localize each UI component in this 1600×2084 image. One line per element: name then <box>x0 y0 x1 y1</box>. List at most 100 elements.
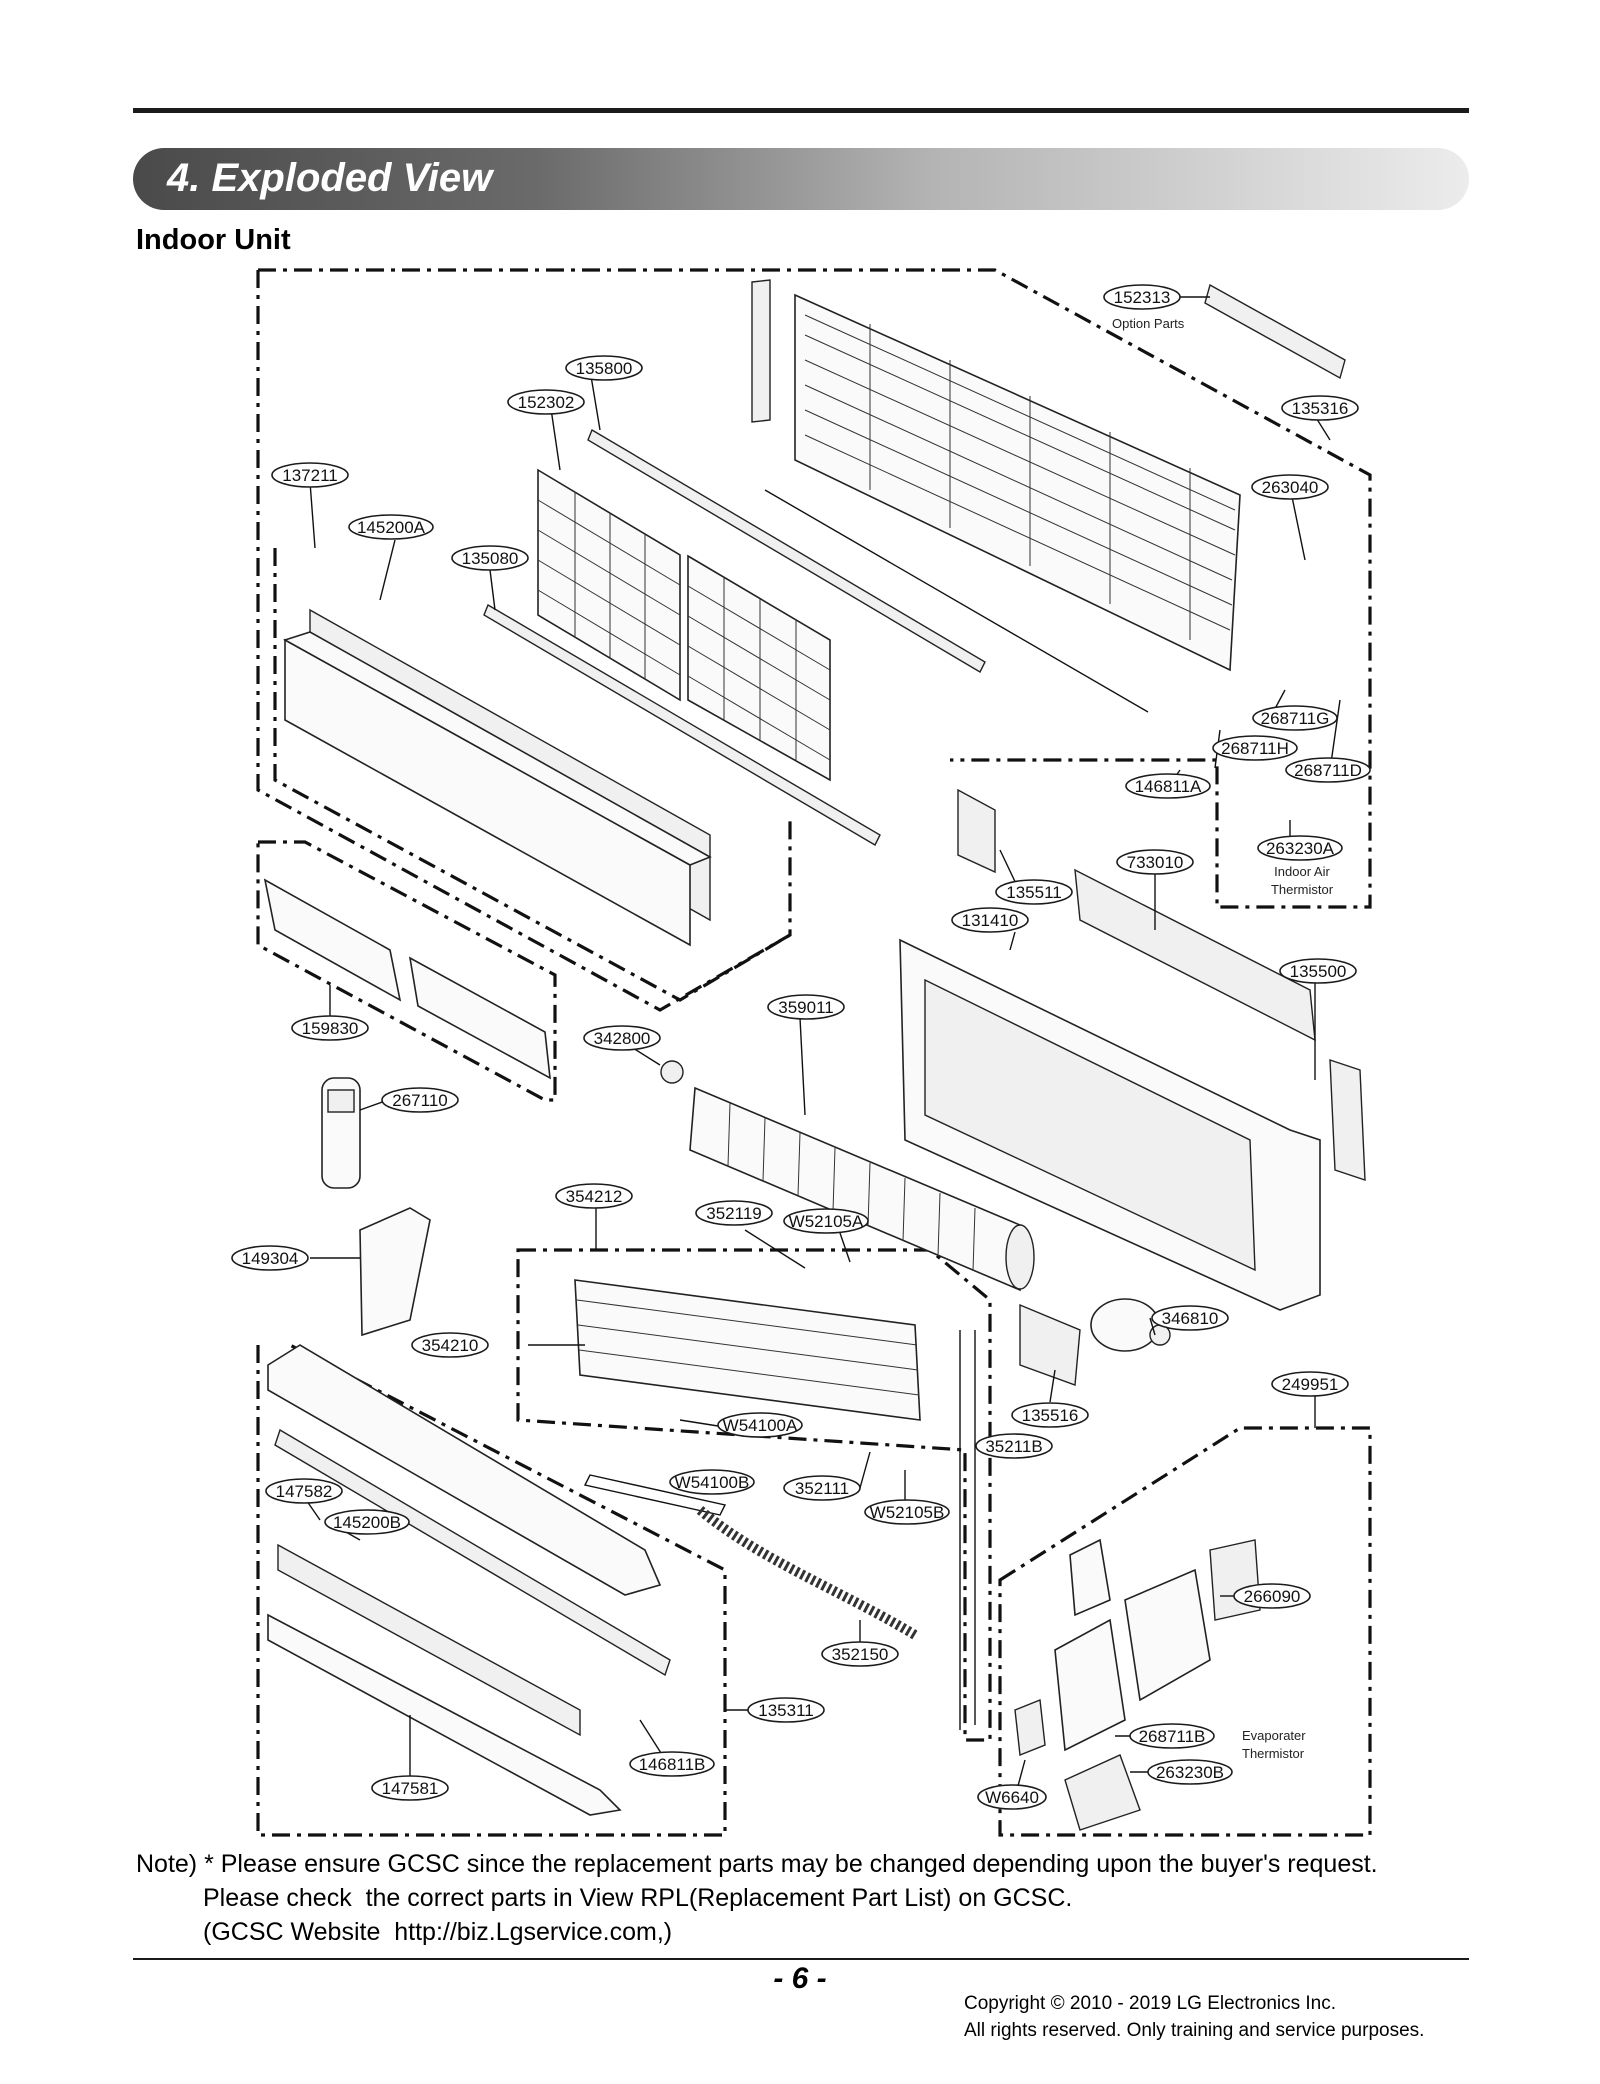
part-label: 268711H <box>1212 735 1298 761</box>
evaporater-thermistor-label: Evaporater <box>1242 1728 1306 1743</box>
remote-controller <box>321 1077 361 1189</box>
svg-text:145200B: 145200B <box>333 1513 401 1532</box>
part-label: 263230B <box>1147 1759 1233 1785</box>
svg-text:35211B: 35211B <box>985 1437 1042 1456</box>
evaporator <box>574 1279 921 1516</box>
part-label: 354210 <box>411 1332 489 1358</box>
part-label: 346810 <box>1151 1305 1229 1331</box>
svg-text:359011: 359011 <box>778 998 833 1017</box>
svg-text:146811B: 146811B <box>639 1755 706 1774</box>
note-line-1: Note) * Please ensure GCSC since the rep… <box>136 1850 1378 1878</box>
svg-text:135311: 135311 <box>758 1701 813 1720</box>
note-line-2: Please check the correct parts in View R… <box>203 1884 1073 1912</box>
indoor-air-thermistor-label: Indoor Air <box>1274 864 1330 879</box>
indoor-air-thermistor-label-2: Thermistor <box>1271 882 1334 897</box>
svg-text:W54100A: W54100A <box>723 1416 798 1435</box>
part-label: 268711G <box>1252 705 1338 731</box>
part-label: 352150 <box>821 1641 899 1667</box>
svg-text:137211: 137211 <box>282 466 337 485</box>
svg-text:263230B: 263230B <box>1156 1763 1224 1782</box>
svg-text:268711H: 268711H <box>1221 739 1289 758</box>
part-label: 135511 <box>995 879 1073 905</box>
part-label: 147581 <box>371 1775 449 1801</box>
option-parts-label: Option Parts <box>1112 316 1185 331</box>
part-label: 268711B <box>1129 1723 1215 1749</box>
svg-text:W52105B: W52105B <box>870 1503 945 1522</box>
svg-text:147581: 147581 <box>382 1779 439 1798</box>
svg-text:733010: 733010 <box>1127 853 1184 872</box>
bottom-rule <box>133 1958 1469 1960</box>
part-label: 352119 <box>695 1200 773 1226</box>
svg-text:147582: 147582 <box>276 1482 333 1501</box>
fan-motor <box>1019 1298 1171 1386</box>
boundary-main <box>258 268 1372 909</box>
svg-text:268711G: 268711G <box>1261 709 1330 728</box>
svg-text:145200A: 145200A <box>357 518 426 537</box>
part-label: 266090 <box>1233 1583 1311 1609</box>
svg-text:W6640: W6640 <box>985 1788 1039 1807</box>
page-number: - 6 - <box>773 1962 827 1995</box>
part-label: 145200B <box>324 1509 410 1535</box>
part-label: 145200A <box>348 514 434 540</box>
part-label: 263230A <box>1257 835 1343 861</box>
part-label: 359011 <box>767 994 845 1020</box>
svg-text:152313: 152313 <box>1114 288 1171 307</box>
copyright-line-1: Copyright © 2010 - 2019 LG Electronics I… <box>964 1993 1337 2014</box>
boundary-panel <box>273 548 791 1002</box>
part-label: 135316 <box>1281 395 1359 421</box>
boundary-louver <box>256 840 557 1102</box>
svg-text:263230A: 263230A <box>1266 839 1335 858</box>
cross-flow-fan <box>689 1086 1035 1292</box>
air-filter-right <box>687 554 831 782</box>
svg-text:159830: 159830 <box>302 1019 359 1038</box>
boundary-discharge <box>256 1343 727 1837</box>
boundary-left <box>256 270 792 1012</box>
svg-text:352150: 352150 <box>832 1645 889 1664</box>
svg-text:146811A: 146811A <box>1135 777 1202 796</box>
option-part-strip <box>1204 283 1346 380</box>
svg-text:268711B: 268711B <box>1139 1727 1206 1746</box>
part-label: 135311 <box>747 1697 825 1723</box>
part-label: 263040 <box>1251 474 1329 500</box>
part-label: W52105B <box>864 1499 950 1525</box>
part-label: 35211B <box>975 1433 1053 1459</box>
bracket-149304 <box>359 1207 431 1337</box>
boundary-evap <box>516 1248 992 1742</box>
part-label: 733010 <box>1116 849 1194 875</box>
svg-text:W54100B: W54100B <box>675 1473 750 1492</box>
subtitle: Indoor Unit <box>136 224 291 256</box>
part-label: 135080 <box>451 545 529 571</box>
part-label: 268711D <box>1285 757 1371 783</box>
plate-135511 <box>957 788 996 874</box>
svg-text:267110: 267110 <box>392 1091 447 1110</box>
top-rule <box>133 108 1469 113</box>
section-title: 4. Exploded View <box>167 156 493 200</box>
part-label: 152302 <box>507 389 585 415</box>
exploded-view-diagram: 152313 Option Parts 135800 152302 135316… <box>231 268 1372 1837</box>
part-label: W54100A <box>717 1412 803 1438</box>
svg-text:263040: 263040 <box>1262 478 1319 497</box>
svg-text:135516: 135516 <box>1022 1406 1079 1425</box>
part-label: 146811A <box>1125 773 1211 799</box>
rod <box>764 489 1149 713</box>
part-label: 146811B <box>629 1751 715 1777</box>
svg-text:135316: 135316 <box>1292 399 1349 418</box>
svg-text:342800: 342800 <box>594 1029 651 1048</box>
part-label: 352111 <box>783 1475 861 1501</box>
svg-text:135500: 135500 <box>1290 962 1347 981</box>
part-label: 342800 <box>583 1025 661 1051</box>
svg-text:249951: 249951 <box>1282 1375 1339 1394</box>
svg-text:354210: 354210 <box>422 1336 479 1355</box>
pipe-35211B <box>959 1330 976 1730</box>
chassis-top <box>794 293 1241 672</box>
front-panel <box>282 608 712 947</box>
bearing-342800 <box>660 1060 684 1084</box>
part-label: 152313 <box>1103 284 1181 310</box>
louver-frames <box>263 878 551 1080</box>
copyright-line-2: All rights reserved. Only training and s… <box>964 2020 1425 2041</box>
part-label: 135516 <box>1011 1402 1089 1428</box>
drain-hose <box>696 1506 918 1640</box>
side-bracket <box>751 279 771 423</box>
part-label: 135500 <box>1279 958 1357 984</box>
filter-rail-bottom <box>483 603 881 846</box>
